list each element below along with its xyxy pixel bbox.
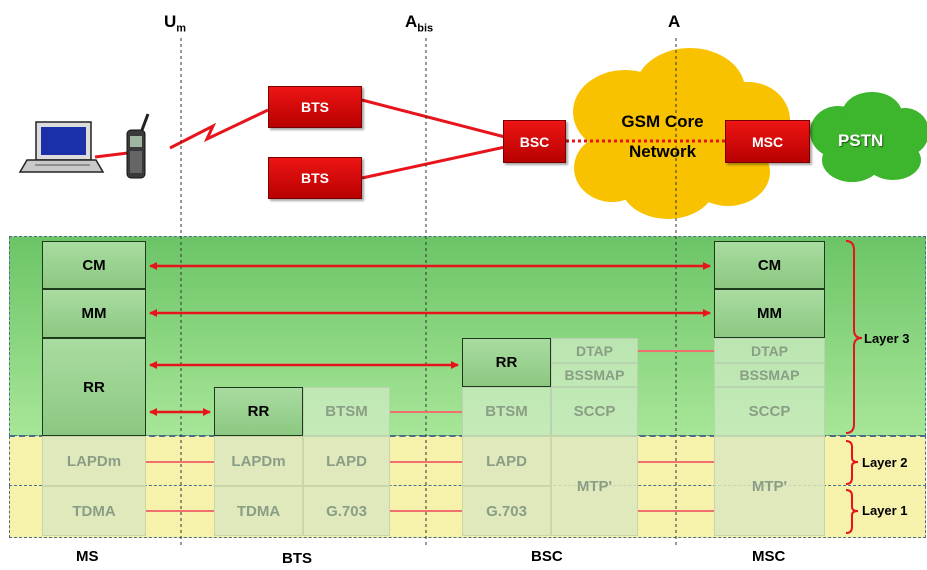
pstn-label: PSTN <box>838 131 884 150</box>
abis-main: A <box>405 12 418 31</box>
bts-tdma-box: TDMA <box>214 486 303 536</box>
layer1-label: Layer 1 <box>862 503 908 518</box>
layer3-label: Layer 3 <box>864 331 910 346</box>
bsc-bssmap-box: BSSMAP <box>551 363 638 387</box>
node-bts-label: BTS <box>282 550 312 567</box>
msc-dtap-box: DTAP <box>714 338 825 363</box>
bsc-dtap-box: DTAP <box>551 338 638 363</box>
msc-bssmap-box: BSSMAP <box>714 363 825 387</box>
node-ms-label: MS <box>76 548 99 565</box>
bts-lapdm-box: LAPDm <box>214 436 303 486</box>
link-bts1-bsc <box>361 98 506 139</box>
ms-rr-box: RR <box>42 338 146 436</box>
node-bsc-label: BSC <box>531 548 563 565</box>
layer1-brace <box>845 489 859 534</box>
bsc-rr-box: RR <box>462 338 551 387</box>
bts-rr-box: RR <box>214 387 303 436</box>
abis-interface-label: Abis <box>405 12 433 34</box>
bts-lapd-box: LAPD <box>303 436 390 486</box>
link-phone-laptop <box>94 151 129 159</box>
bts-btsm-box: BTSM <box>303 387 390 436</box>
ms-lapdm-box: LAPDm <box>42 436 146 486</box>
pstn-cloud-icon <box>810 92 927 182</box>
bsc-box: BSC <box>503 120 566 163</box>
bts-g703-box: G.703 <box>303 486 390 536</box>
network-topology <box>18 48 927 219</box>
mobile-phone-icon <box>126 113 150 179</box>
bts-top-box: BTS <box>268 86 362 128</box>
bsc-lapd-box: LAPD <box>462 436 551 486</box>
um-sub: m <box>176 22 187 35</box>
msc-sccp-box: SCCP <box>714 387 825 436</box>
bsc-g703-box: G.703 <box>462 486 551 536</box>
bsc-sccp-box: SCCP <box>551 387 638 436</box>
radio-link <box>169 108 269 150</box>
bsc-btsm-box: BTSM <box>462 387 551 436</box>
core-network-line2: Network <box>628 142 697 161</box>
um-interface-label: Um <box>164 12 186 34</box>
layer2-label: Layer 2 <box>862 455 908 470</box>
abis-sub: bis <box>417 22 434 35</box>
ms-tdma-box: TDMA <box>42 486 146 536</box>
msc-mm-box: MM <box>714 289 825 338</box>
msc-box: MSC <box>725 120 810 163</box>
link-bts2-bsc <box>361 145 506 180</box>
msc-cm-box: CM <box>714 241 825 289</box>
um-main: U <box>164 12 177 31</box>
bsc-mtp-box: MTP' <box>551 436 638 536</box>
layer3-brace <box>845 240 863 434</box>
ms-cm-box: CM <box>42 241 146 289</box>
node-msc-label: MSC <box>752 548 786 565</box>
layer2-brace <box>845 440 859 485</box>
msc-mtp-box: MTP' <box>714 436 825 536</box>
core-network-label: GSM Core Network <box>590 111 735 162</box>
core-network-line1: GSM Core <box>621 112 704 131</box>
ms-mm-box: MM <box>42 289 146 338</box>
laptop-icon <box>18 121 105 173</box>
bts-bottom-box: BTS <box>268 157 362 199</box>
a-interface-label: A <box>668 12 681 31</box>
